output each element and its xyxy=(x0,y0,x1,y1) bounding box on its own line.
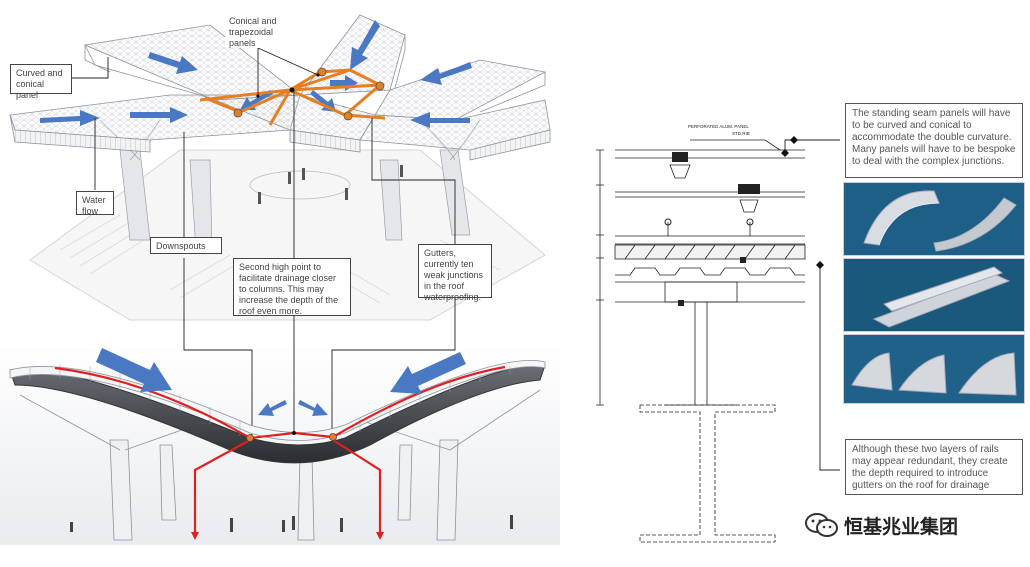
roof-axonometric xyxy=(9,14,551,321)
label-gutters: Gutters, currently ten weak junctions in… xyxy=(418,244,492,302)
panel-photo-curved xyxy=(843,182,1025,256)
label-downspouts: Downspouts xyxy=(150,237,222,254)
section-subtitle: STD.RIB xyxy=(732,131,750,136)
brand-name: 恒基兆业集团 xyxy=(844,516,959,538)
panel-photo-straight xyxy=(843,258,1025,332)
label-conical-trapezoidal: Conical and trapezoidal panels xyxy=(225,14,293,48)
construction-section-drawing: PERFORATED ALUM. PANEL STD.RIB xyxy=(596,124,840,543)
panel-photo-conical xyxy=(843,334,1025,404)
note-two-layers: Although these two layers of rails may a… xyxy=(845,439,1023,495)
section-title: PERFORATED ALUM. PANEL xyxy=(688,124,749,129)
label-water-flow: Water flow xyxy=(76,191,114,216)
label-curved-conical: Curved and conical panel xyxy=(10,64,72,100)
note-standing-seam: The standing seam panels will have to be… xyxy=(845,103,1023,178)
wechat-icon xyxy=(805,513,838,537)
label-second-high-point: Second high point to facilitate drainage… xyxy=(233,258,351,316)
roof-section-perspective xyxy=(0,258,560,545)
